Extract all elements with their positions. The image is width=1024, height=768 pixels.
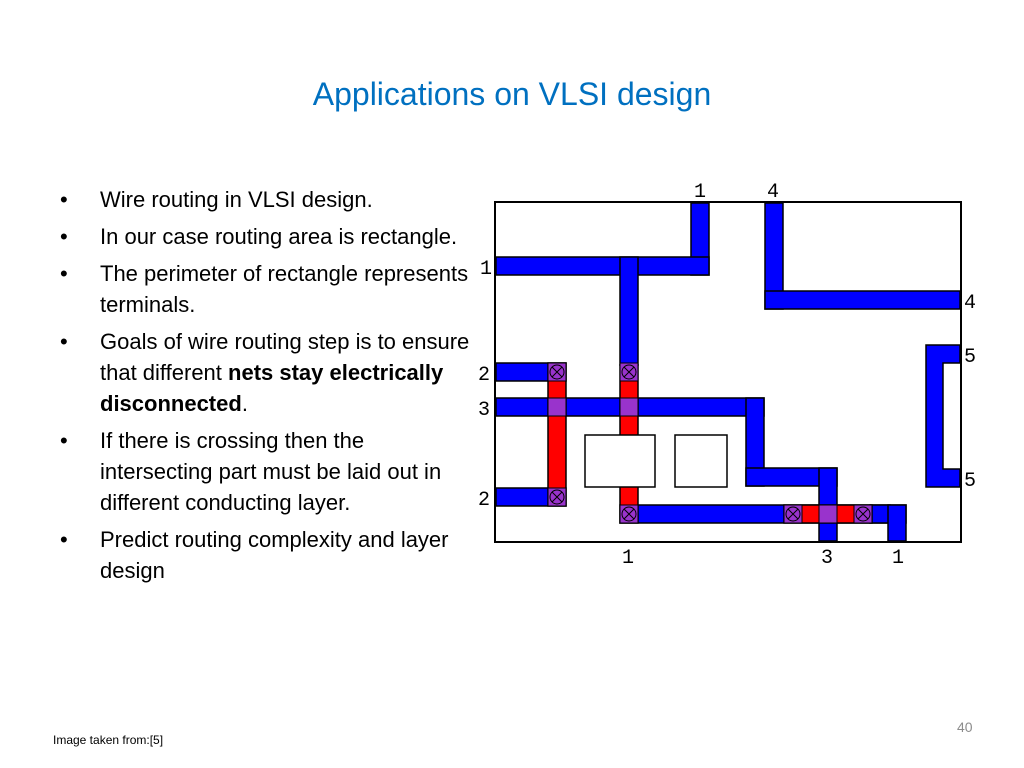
bullet-item: Predict routing complexity and layer des…	[56, 524, 476, 586]
terminal-label: 3	[821, 547, 833, 570]
bullet-text-before: Goals of wire routing step is to ensure …	[100, 329, 470, 385]
bullet-text: Wire routing in VLSI design.	[100, 187, 373, 212]
via-icons	[547, 362, 873, 524]
terminal-label: 2	[478, 489, 490, 512]
terminal-label: 1	[480, 258, 492, 281]
bullet-item: If there is crossing then the intersecti…	[56, 425, 476, 518]
terminal-label: 4	[964, 292, 976, 315]
bullet-bold-text: nets stay electrically disconnected	[100, 360, 444, 416]
crossing-squares	[547, 397, 838, 524]
bullet-text: Predict routing complexity and layer des…	[100, 527, 449, 583]
bullet-text-after: .	[241, 391, 248, 416]
page-number: 40	[957, 719, 973, 735]
terminal-label: 1	[694, 181, 706, 204]
bullet-item: Wire routing in VLSI design.	[56, 184, 476, 215]
bullet-item: Goals of wire routing step is to ensure …	[56, 326, 476, 419]
via-icon	[619, 362, 639, 382]
vlsi-routing-diagram: 1 4 1 2 3 2 4 5 5 1 3 1	[478, 181, 976, 570]
terminal-label: 2	[478, 364, 490, 387]
terminal-label: 1	[892, 547, 904, 570]
bullet-list: Wire routing in VLSI design. In our case…	[56, 184, 476, 592]
via-icon	[783, 504, 803, 524]
bullet-item: The perimeter of rectangle represents te…	[56, 258, 476, 320]
terminal-label: 4	[767, 181, 779, 204]
bullet-text: If there is crossing then the intersecti…	[100, 428, 442, 515]
via-icon	[547, 487, 567, 507]
bullet-text: The perimeter of rectangle represents te…	[100, 261, 469, 317]
via-icon	[853, 504, 873, 524]
image-source-note: Image taken from:[5]	[53, 733, 164, 747]
via-icon	[547, 362, 567, 382]
bullet-item: In our case routing area is rectangle.	[56, 221, 476, 252]
via-icon	[619, 504, 639, 524]
terminal-label: 1	[622, 547, 634, 570]
terminal-label: 3	[478, 399, 490, 422]
slide-title: Applications on VLSI design	[312, 76, 712, 112]
net-5-wire	[925, 344, 961, 488]
net-4-wires	[764, 202, 961, 310]
bullet-text: In our case routing area is rectangle.	[100, 224, 458, 249]
obstacle-blocks	[584, 434, 728, 488]
terminal-label: 5	[964, 470, 976, 493]
terminal-label: 5	[964, 346, 976, 369]
